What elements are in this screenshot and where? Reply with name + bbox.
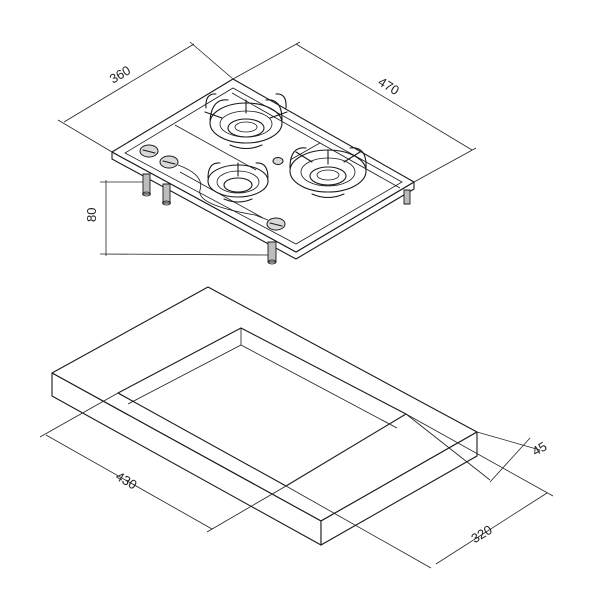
hob-inner-rim — [124, 87, 403, 245]
dimension-label-80: 80 — [84, 208, 99, 222]
worktop-cutout — [51, 286, 478, 546]
dimension-label-430: 430 — [113, 468, 139, 492]
dimension-hob-height: 80 — [84, 180, 269, 256]
dimension-label-320: 320 — [468, 522, 494, 546]
igniter-button — [272, 157, 284, 165]
dimension-hob-width: 470 — [232, 41, 477, 183]
control-knob-2 — [159, 155, 179, 169]
burner-right — [289, 147, 367, 199]
gas-hob — [111, 78, 415, 265]
burner-front-small — [207, 162, 269, 203]
control-knob-3 — [266, 217, 286, 231]
dimension-label-45: 45 — [529, 439, 549, 459]
control-knob-1 — [139, 144, 159, 158]
gas-pipe — [177, 164, 269, 221]
dimension-worktop-offset: 45 — [405, 413, 549, 483]
worktop-side-face — [320, 431, 478, 546]
hob-feet — [142, 173, 411, 265]
burner-back — [204, 93, 288, 150]
